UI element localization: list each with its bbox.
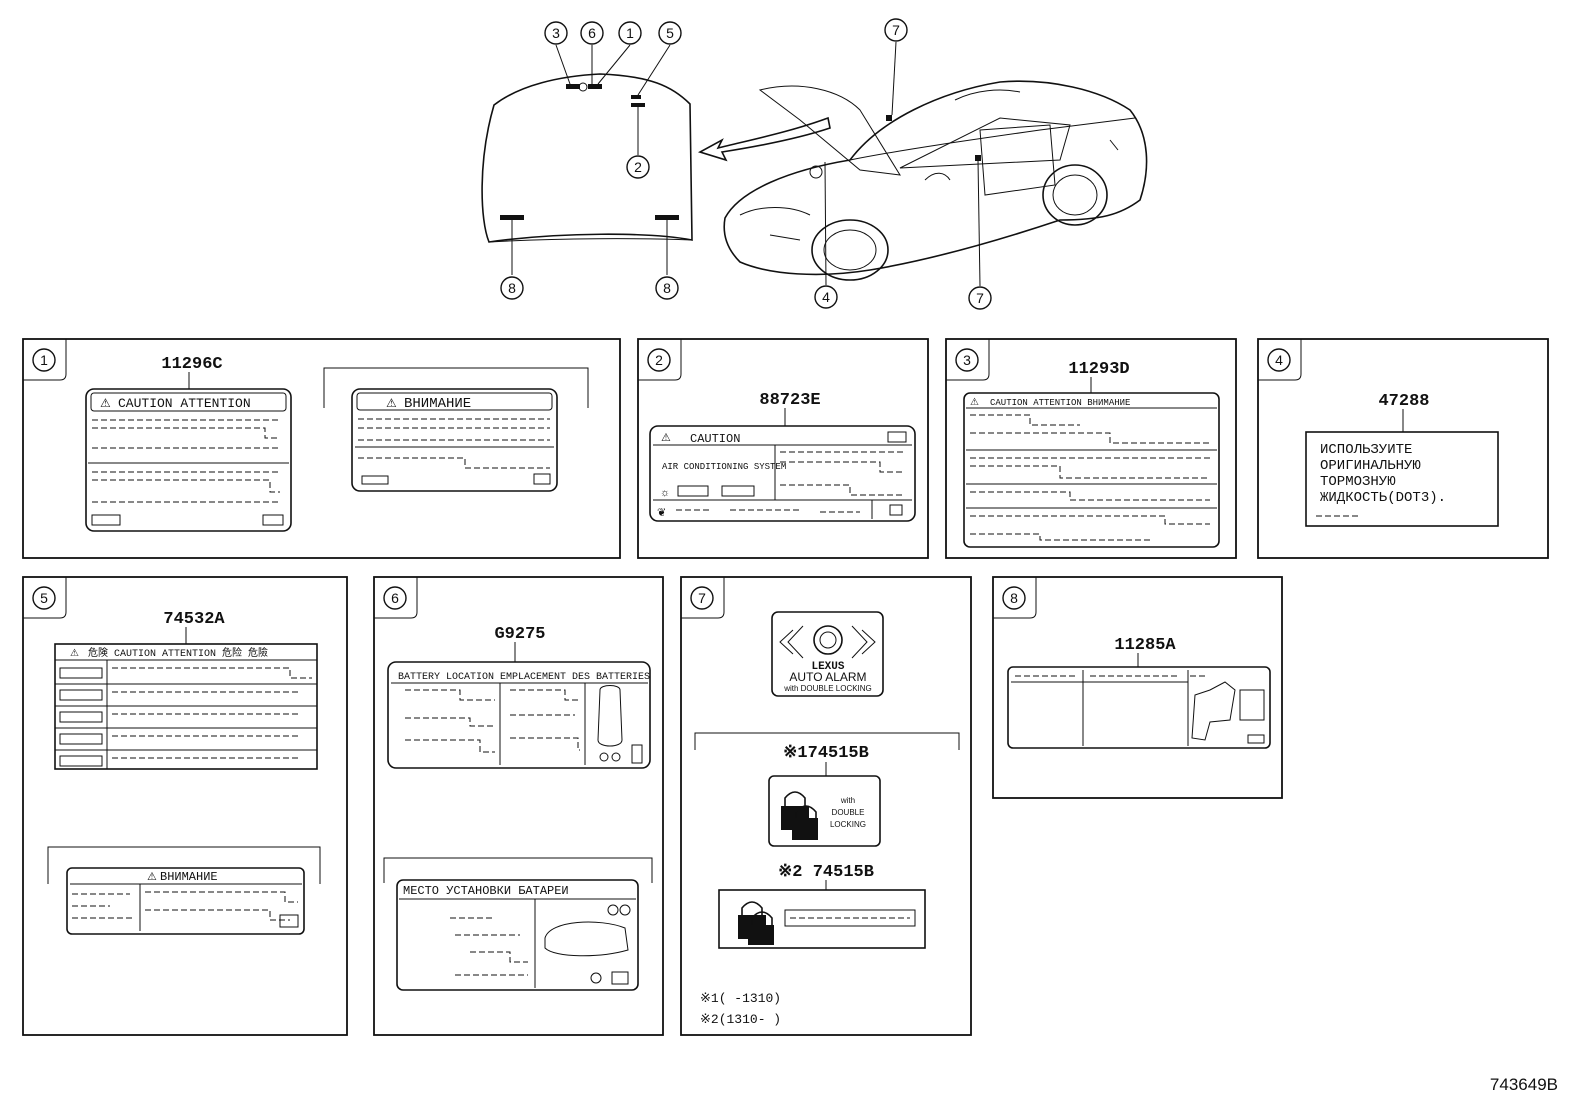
panel-7-number: 7 [698, 590, 706, 606]
callout-7a: 7 [892, 22, 900, 38]
panel-1-label-a-header: CAUTION ATTENTION [118, 396, 251, 411]
panel-4-line-1: ИСПОЛЬЗУИТЕ [1320, 442, 1412, 458]
panel-4-line-2: ОРИГИНАЛЬНУЮ [1320, 458, 1421, 474]
panel-8-number: 8 [1010, 590, 1018, 606]
panel-4-number: 4 [1275, 352, 1283, 368]
panel-7-note-2: ※2(1310- ) [700, 1012, 781, 1027]
panel-7-lock-text-1: with [840, 796, 855, 805]
svg-text:❦: ❦ [657, 507, 666, 519]
panel-4-line-3: ТОРМОЗНУЮ [1320, 474, 1396, 490]
callout-7b: 7 [976, 290, 984, 306]
panel-1: 1 11296C ⚠ CAUTION ATTENTION ⚠ ВНИМАНИЕ [22, 338, 621, 559]
panel-6-label-b-header: МЕСТО УСТАНОВКИ БАТАРЕИ [403, 884, 569, 898]
panel-2-system: AIR CONDITIONING SYSTEM [662, 462, 786, 472]
panel-5-number: 5 [40, 590, 48, 606]
panel-2-header: CAUTION [690, 432, 740, 446]
panel-2-part: 88723E [759, 391, 820, 410]
callout-2: 2 [634, 159, 642, 175]
panel-7-lock-text-2: DOUBLE [832, 808, 865, 817]
panel-3-part: 11293D [1068, 360, 1129, 379]
car-drawing [723, 41, 1148, 287]
top-callouts: 3 6 1 5 2 8 8 7 4 7 [500, 18, 992, 310]
panel-2-number: 2 [655, 352, 663, 368]
hood-drawing [481, 44, 693, 275]
panel-7-lock-text-3: LOCKING [830, 820, 866, 829]
panel-7-alarm-sub: with DOUBLE LOCKING [783, 684, 872, 693]
callout-5: 5 [666, 25, 674, 41]
panel-6-number: 6 [391, 590, 399, 606]
figure-id: 743649B [1490, 1075, 1558, 1094]
callout-8b: 8 [663, 280, 671, 296]
panel-6: 6 G9275 BATTERY LOCATION EMPLACEMENT DES… [373, 576, 664, 1036]
panel-8: 8 11285A [992, 576, 1283, 799]
panel-6-label-a-header-right: EMPLACEMENT DES BATTERIES [500, 672, 650, 683]
panel-7-note-1: ※1( -1310) [700, 991, 781, 1006]
panel-6-label-a-header-left: BATTERY LOCATION [398, 672, 494, 683]
svg-text:⚠: ⚠ [970, 397, 979, 408]
panel-5: 5 74532A ⚠ 危険 CAUTION ATTENTION 危险 危險 ⚠ … [22, 576, 348, 1036]
callout-1: 1 [626, 25, 634, 41]
panel-2: 2 88723E ⚠ CAUTION AIR CONDITIONING SYST… [637, 338, 929, 559]
panel-7: 7 LEXUS AUTO ALARM with DOUBLE LOCKING ※… [680, 576, 972, 1036]
panel-1-part: 11296C [161, 355, 222, 374]
panel-4: 4 47288 ИСПОЛЬЗУИТЕ ОРИГИНАЛЬНУЮ ТОРМОЗН… [1257, 338, 1549, 559]
panel-8-part: 11285A [1114, 636, 1176, 655]
panel-5-part: 74532A [163, 610, 225, 629]
callout-3: 3 [552, 25, 560, 41]
panel-7-alarm-brand: LEXUS [811, 661, 844, 673]
panel-7-part-1: ※174515B [783, 744, 869, 763]
panel-1-label-b-header: ВНИМАНИЕ [404, 396, 471, 412]
callout-6: 6 [588, 25, 596, 41]
panel-4-part: 47288 [1378, 392, 1429, 411]
direction-arrow [697, 116, 831, 162]
panel-7-alarm-title: AUTO ALARM [789, 670, 866, 684]
panel-3-number: 3 [963, 352, 971, 368]
panel-7-part-2: ※2 74515B [778, 863, 874, 882]
svg-text:⚠: ⚠ [100, 396, 111, 410]
callout-4: 4 [822, 289, 830, 305]
panel-5-label-a-header: 危険 CAUTION ATTENTION 危险 危險 [88, 646, 268, 660]
panel-4-line-4: ЖИДКОСТЬ(DOT3). [1320, 490, 1446, 506]
panel-5-label-b-header: ВНИМАНИЕ [160, 870, 218, 884]
svg-text:⚠: ⚠ [70, 648, 79, 659]
svg-text:☼: ☼ [660, 487, 670, 499]
panel-3-header: CAUTION ATTENTION ВНИМАНИЕ [990, 398, 1130, 408]
panel-6-part: G9275 [494, 625, 545, 644]
svg-text:⚠: ⚠ [661, 432, 671, 444]
svg-text:⚠: ⚠ [147, 871, 157, 883]
panel-1-number: 1 [40, 352, 48, 368]
panel-3: 3 11293D ⚠ CAUTION ATTENTION ВНИМАНИЕ [945, 338, 1237, 559]
callout-8a: 8 [508, 280, 516, 296]
svg-text:⚠: ⚠ [386, 396, 397, 410]
